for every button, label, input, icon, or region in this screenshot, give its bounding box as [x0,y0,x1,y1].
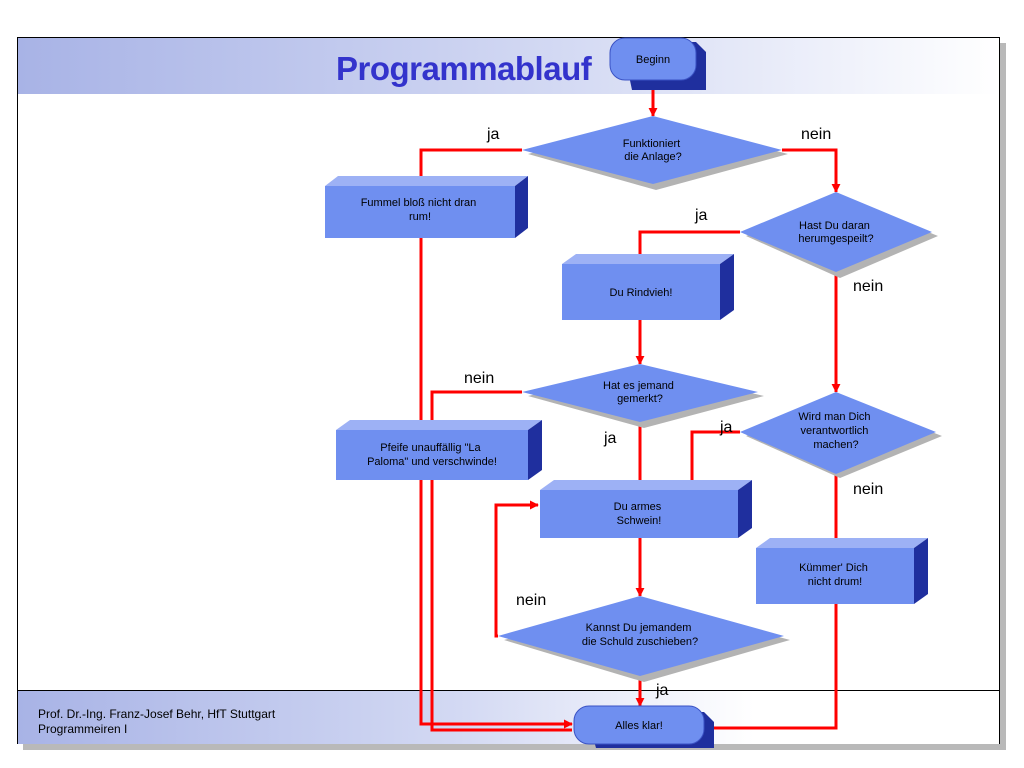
end-terminator: Alles klar! [573,705,714,748]
decision-works-text: Funktioniert die Anlage? [623,138,684,163]
process-whistle-text: Pfeife unauffällig "La Paloma" und versc… [367,442,497,468]
process-dont-touch: Fummel bloß nicht dran rum! [325,176,528,238]
header-band [18,38,999,94]
connector-donttouch-to-end [419,236,573,729]
label-responsible-yes: ja [719,419,733,436]
connector-dontcare-to-end [703,602,838,733]
decision-noticed-text: Hat es jemand gemerkt? [603,380,677,405]
connector-works-no [782,148,841,193]
process-dont-care: Kümmer' Dich nicht drum! [756,538,928,604]
label-responsible-no: nein [853,481,883,498]
start-text: Beginn [636,54,670,66]
label-noticed-no: nein [464,370,494,387]
process-poor-pig-text: Du armes Schwein! [614,501,665,527]
decision-noticed: Hat es jemand gemerkt? [522,364,764,428]
process-whistle: Pfeife unauffällig "La Paloma" und versc… [336,420,542,480]
connector-blame-no-loop [494,500,539,638]
label-works-no: nein [801,126,831,143]
start-terminator: Beginn [609,37,706,90]
label-blame-yes: ja [655,682,669,699]
connector-whistle-to-end [430,478,572,732]
decision-blame: Kannst Du jemandem die Schuld zuschieben… [498,596,790,682]
label-noticed-yes: ja [603,430,617,447]
decision-works: Funktioniert die Anlage? [522,116,788,190]
label-works-yes: ja [486,126,500,143]
connector-works-yes [416,148,522,187]
process-idiot-text: Du Rindvieh! [610,287,673,299]
process-idiot: Du Rindvieh! [562,254,734,320]
connector-responsible-yes [687,430,740,489]
label-tampered-no: nein [853,278,883,295]
connector-tampered-yes [635,230,740,263]
process-dont-touch-text: Fummel bloß nicht dran rum! [361,197,480,223]
label-blame-no: nein [516,592,546,609]
connectors [416,86,841,733]
slide-title: Programmablauf [336,50,592,87]
footer-course: Programmeiren I [38,722,128,736]
process-poor-pig: Du armes Schwein! [540,480,752,538]
decision-responsible: Wird man Dich verantwortlich machen? [740,392,942,478]
decision-responsible-text: Wird man Dich verantwortlich machen? [798,411,873,451]
label-tampered-yes: ja [694,207,708,224]
process-dont-care-text: Kümmer' Dich nicht drum! [799,562,871,588]
decision-tampered: Hast Du daran herumgespeilt? [740,192,938,278]
footer-author: Prof. Dr.-Ing. Franz-Josef Behr, HfT Stu… [38,707,276,721]
decision-blame-text: Kannst Du jemandem die Schuld zuschieben… [582,622,698,648]
end-text: Alles klar! [615,720,663,732]
decision-tampered-text: Hast Du daran herumgespeilt? [798,220,873,245]
connector-noticed-no [427,390,522,429]
